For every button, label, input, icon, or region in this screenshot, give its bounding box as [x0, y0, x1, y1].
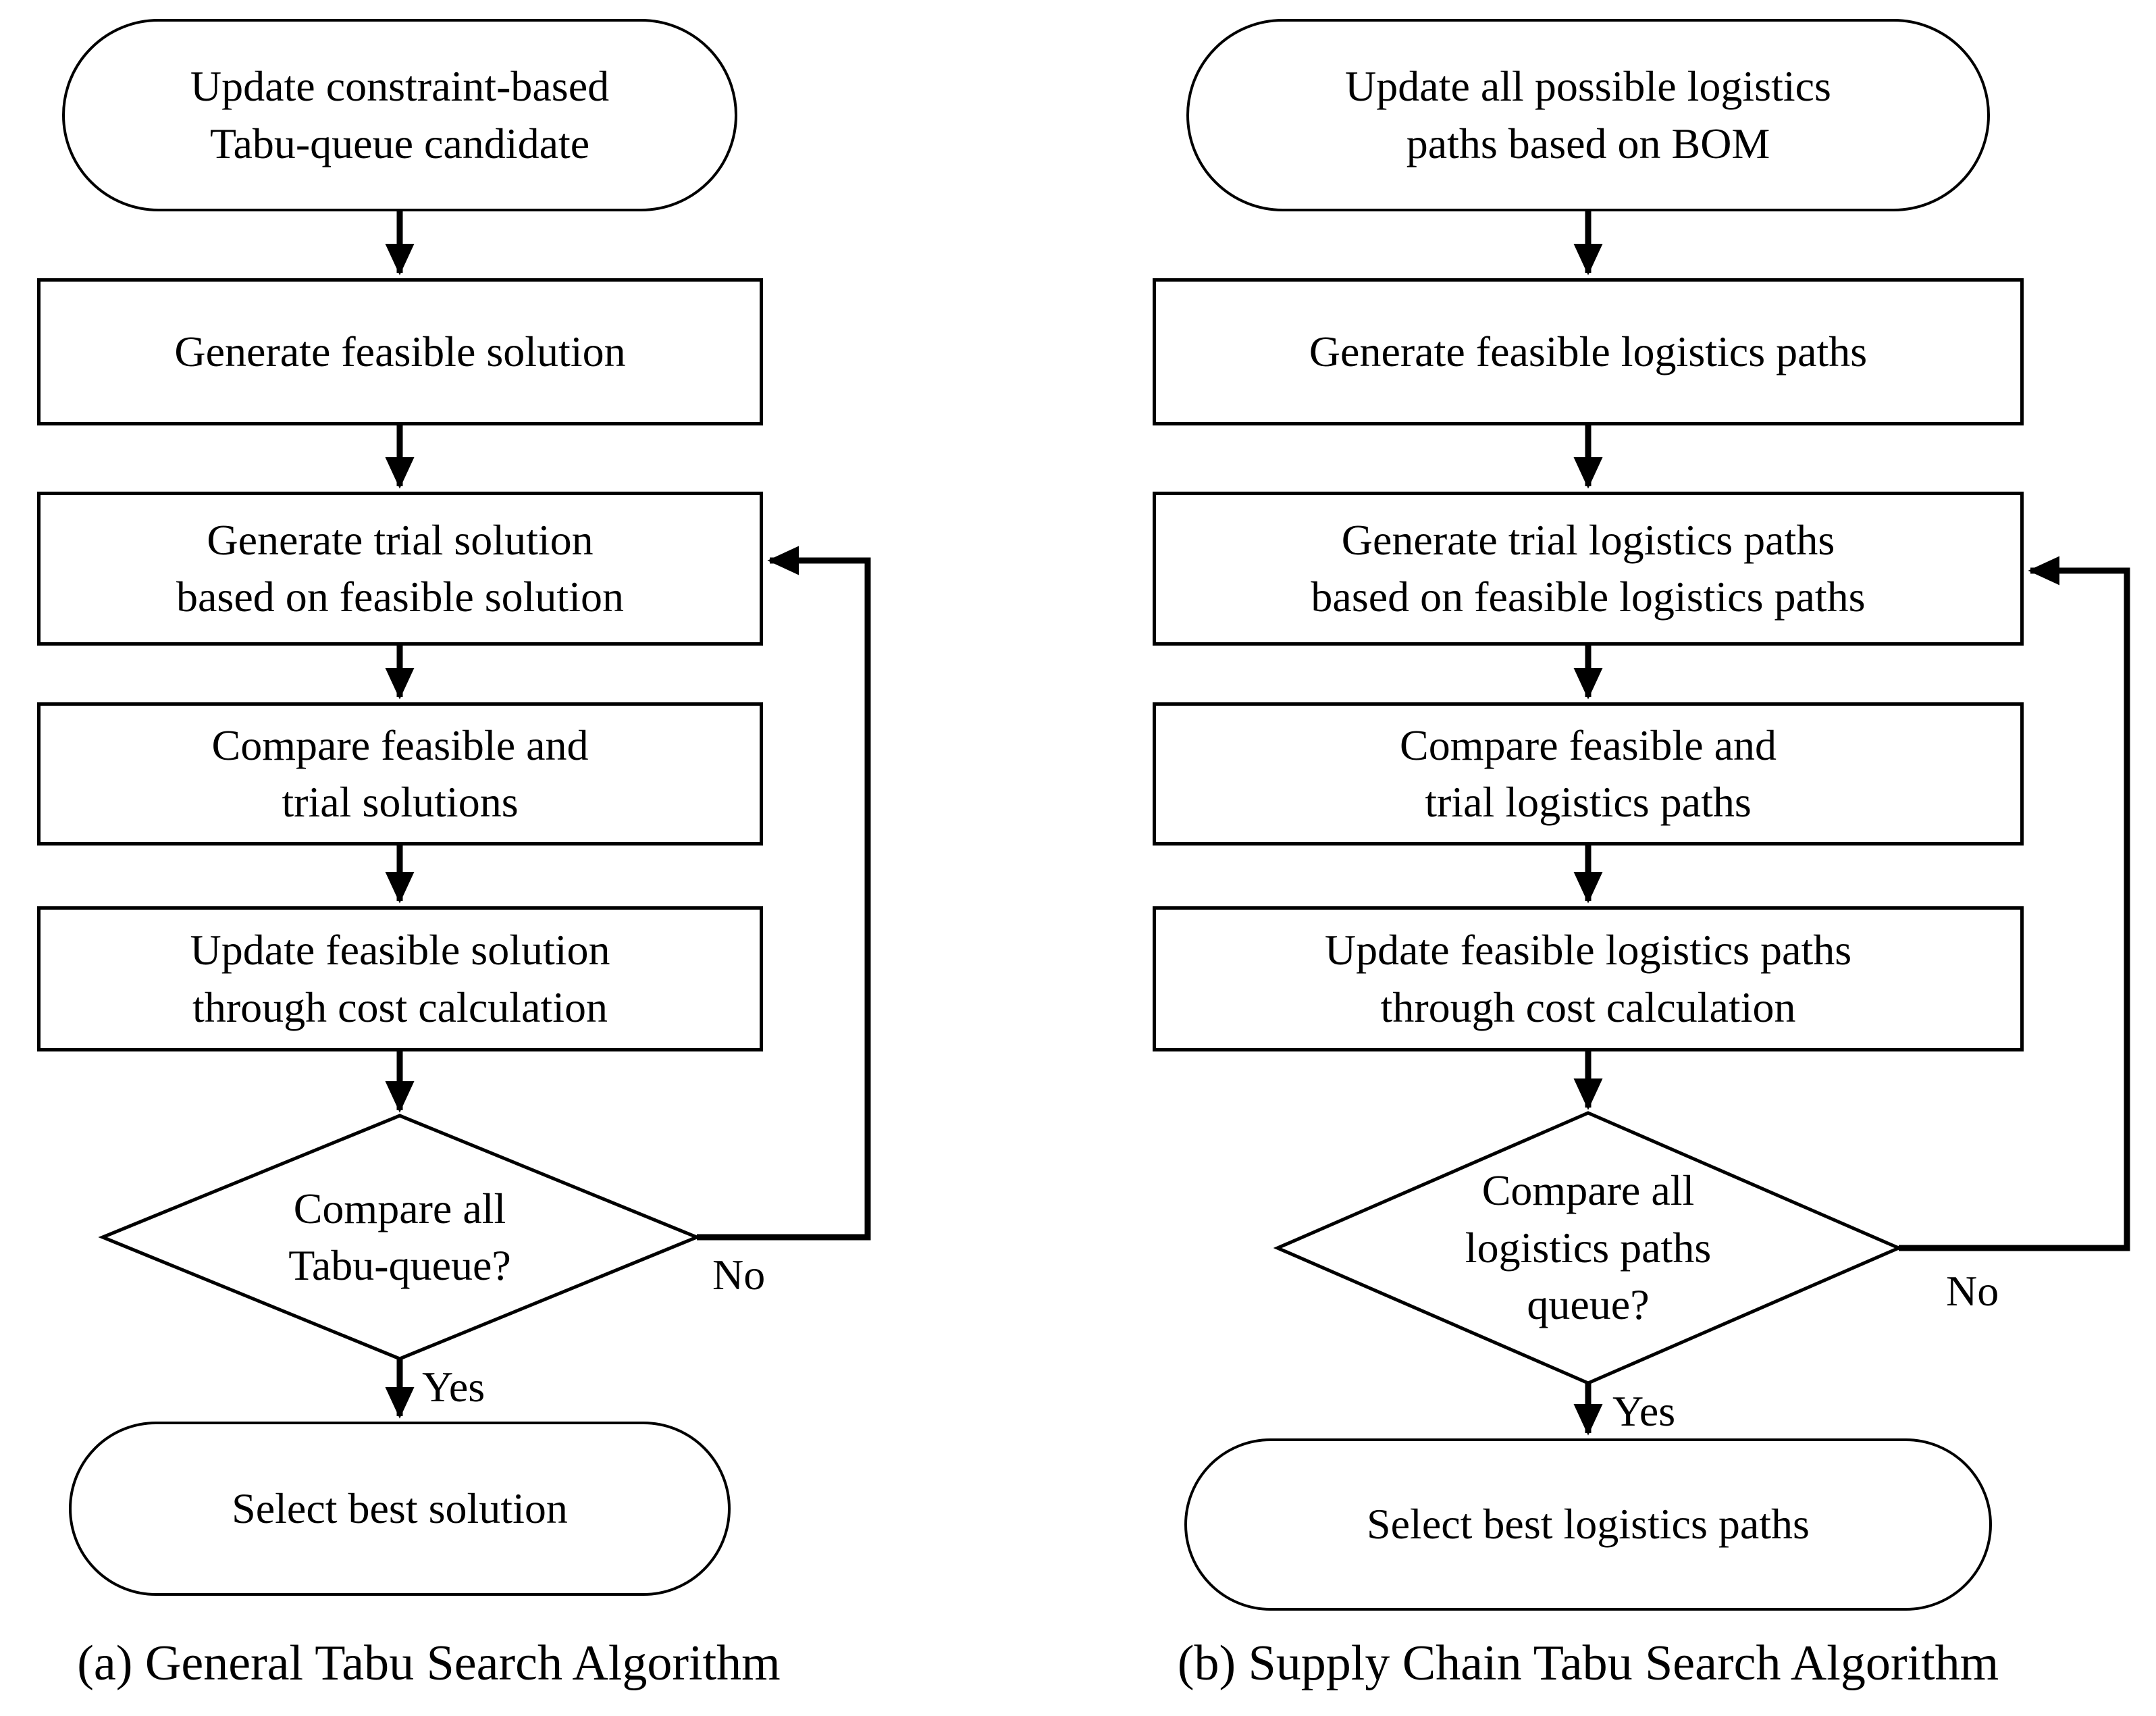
flow-b-step-1-label: Generate feasible logistics paths [1309, 327, 1868, 375]
flow-a-start-terminal: Update constraint-based Tabu-queue candi… [62, 19, 737, 211]
flow-b-step-update-feasible: Update feasible logistics paths through … [1153, 906, 2024, 1051]
flow-a-step-generate-feasible: Generate feasible solution [37, 278, 763, 425]
flow-a-no-loop-arrow [697, 546, 871, 1241]
flow-b-no-loop-arrow [1899, 556, 2130, 1251]
flow-b-step-2-label: Generate trial logistics paths based on … [1311, 515, 1866, 621]
flow-a-start-label: Update constraint-based Tabu-queue candi… [190, 62, 610, 167]
flow-b-yes-label: Yes [1612, 1387, 1676, 1435]
flow-b-caption: (b) Supply Chain Tabu Search Algorithm [1177, 1635, 1999, 1691]
flow-b-decision-label: Compare all logistics paths queue? [1465, 1166, 1712, 1329]
flow-a-step-compare: Compare feasible and trial solutions [37, 702, 763, 846]
flow-b-end-label: Select best logistics paths [1367, 1500, 1810, 1549]
flow-a-no-label: No [712, 1251, 766, 1299]
flow-a-decision: Compare all Tabu-queue? [103, 1116, 697, 1359]
flow-b-start-label: Update all possible logistics paths base… [1345, 62, 1831, 167]
flow-b-step-3-label: Compare feasible and trial logistics pat… [1400, 721, 1777, 826]
flow-a-step-3-label: Compare feasible and trial solutions [211, 721, 589, 826]
flow-b-decision: Compare all logistics paths queue? [1278, 1113, 1899, 1383]
flow-b-step-generate-trial: Generate trial logistics paths based on … [1153, 492, 2024, 646]
flow-b-start-terminal: Update all possible logistics paths base… [1186, 19, 1990, 211]
flow-a-end-terminal: Select best solution [69, 1422, 731, 1596]
flow-a-step-generate-trial: Generate trial solution based on feasibl… [37, 492, 763, 646]
flow-a-end-label: Select best solution [232, 1484, 568, 1532]
flow-b-end-terminal: Select best logistics paths [1184, 1438, 1992, 1611]
flow-a-step-4-label: Update feasible solution through cost ca… [190, 926, 610, 1031]
flow-a-decision-label: Compare all Tabu-queue? [288, 1184, 511, 1289]
flow-a-caption: (a) General Tabu Search Algorithm [77, 1635, 781, 1691]
flow-a-yes-label: Yes [422, 1363, 485, 1411]
flow-b-step-4-label: Update feasible logistics paths through … [1324, 926, 1852, 1031]
flow-a-step-2-label: Generate trial solution based on feasibl… [176, 515, 624, 621]
flow-b-step-generate-feasible: Generate feasible logistics paths [1153, 278, 2024, 425]
flow-b-decision-shape [1273, 1111, 1903, 1385]
flow-a-step-update-feasible: Update feasible solution through cost ca… [37, 906, 763, 1051]
flow-b-no-label: No [1946, 1267, 1999, 1315]
flow-a-decision-shape [98, 1114, 702, 1361]
flow-b-step-compare: Compare feasible and trial logistics pat… [1153, 702, 2024, 846]
flow-a-step-1-label: Generate feasible solution [174, 327, 626, 375]
